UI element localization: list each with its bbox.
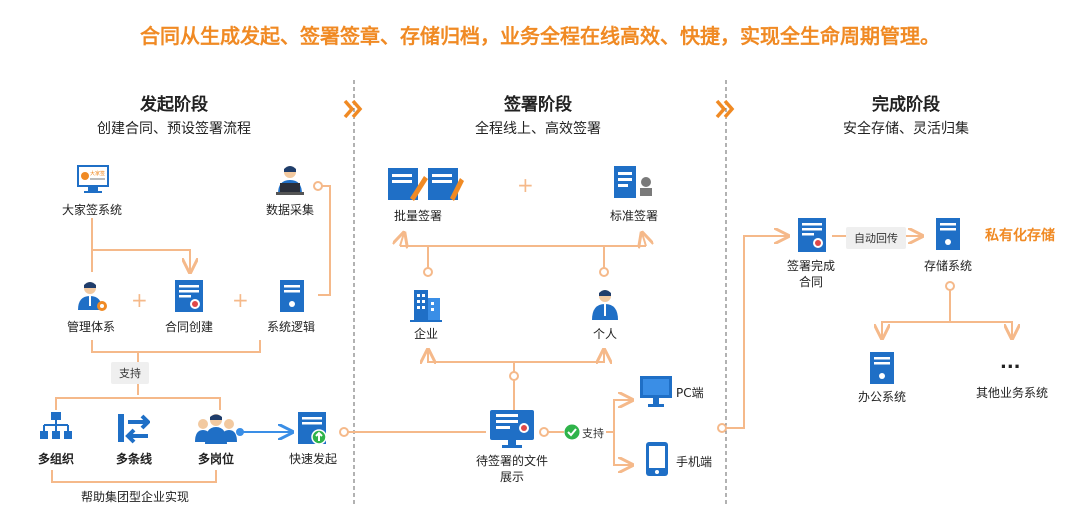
pending-doc-monitor-icon — [490, 410, 534, 452]
stage-2-subtitle: 全程线上、高效签署 — [475, 121, 601, 137]
signed-contract-icon — [798, 218, 826, 256]
group-help-label: 帮助集团型企业实现 — [80, 490, 189, 504]
quick-initiate-label: 快速发起 — [288, 452, 337, 466]
multi-post-icon — [194, 412, 238, 448]
auto-return-pill: 自动回传 — [846, 227, 906, 249]
other-systems-label: 其他业务系统 — [975, 386, 1048, 400]
plus-icon: + — [517, 173, 534, 197]
data-collection-label: 数据采集 — [265, 203, 314, 217]
multi-post-label: 多岗位 — [197, 452, 234, 466]
signed-contract-label-line2: 合同 — [798, 275, 823, 289]
manager-icon — [76, 280, 108, 316]
individual-person-icon — [590, 288, 620, 324]
management-system-label: 管理体系 — [66, 320, 115, 334]
pending-doc-label-line1: 待签署的文件 — [475, 454, 548, 468]
mobile-phone-icon — [646, 442, 668, 480]
storage-system-label: 存储系统 — [923, 259, 972, 273]
plus-icon: + — [232, 288, 249, 312]
logo-text: 大家签 — [90, 170, 105, 177]
stage-1-title: 发起阶段 — [140, 95, 208, 115]
stage-3-subtitle: 安全存储、灵活归集 — [843, 121, 969, 137]
server-icon — [280, 280, 304, 316]
signed-contract-label-line1: 签署完成 — [786, 259, 835, 273]
multi-line-label: 多条线 — [115, 452, 152, 466]
stage-2-title: 签署阶段 — [504, 95, 572, 115]
stage-arrow-icon — [714, 98, 736, 124]
enterprise-label: 企业 — [413, 327, 438, 341]
pc-label: PC端 — [676, 386, 704, 400]
standard-sign-label: 标准签署 — [609, 209, 658, 223]
contract-doc-icon — [175, 280, 203, 316]
dajiaqian-logo-icon: 大家签 — [77, 165, 109, 199]
private-storage-label: 私有化存储 — [985, 228, 1055, 244]
check-icon — [564, 424, 580, 444]
plus-icon: + — [131, 288, 148, 312]
mobile-label: 手机端 — [676, 455, 713, 469]
support-label: 支持 — [582, 427, 604, 440]
stage-arrow-icon — [342, 98, 364, 124]
ellipsis-label: ... — [1000, 352, 1021, 373]
batch-sign-label: 批量签署 — [393, 209, 442, 223]
individual-label: 个人 — [592, 327, 617, 341]
pc-monitor-icon — [640, 376, 672, 412]
stage-3-title: 完成阶段 — [872, 95, 940, 115]
multi-line-icon — [118, 412, 151, 448]
office-server-icon — [870, 352, 894, 388]
batch-sign-icon — [388, 168, 464, 206]
org-chart-icon — [40, 412, 72, 448]
enterprise-building-icon — [410, 290, 442, 326]
support-pill: 支持 — [111, 362, 149, 384]
standard-sign-icon — [614, 166, 654, 204]
storage-server-icon — [936, 218, 960, 254]
pending-doc-label-line2: 展示 — [499, 470, 524, 484]
headline: 合同从生成发起、签署签章、存储归档，业务全程在线高效、快捷，实现全生命周期管理。 — [140, 24, 940, 48]
contract-create-label: 合同创建 — [164, 320, 213, 334]
stage-1-subtitle: 创建合同、预设签署流程 — [97, 121, 251, 137]
system-logic-label: 系统逻辑 — [266, 320, 315, 334]
multi-org-label: 多组织 — [37, 452, 74, 466]
office-system-label: 办公系统 — [857, 390, 906, 404]
data-collection-icon — [274, 164, 306, 200]
quick-initiate-icon — [298, 412, 328, 450]
dajiaqian-system-label: 大家签系统 — [61, 203, 122, 217]
